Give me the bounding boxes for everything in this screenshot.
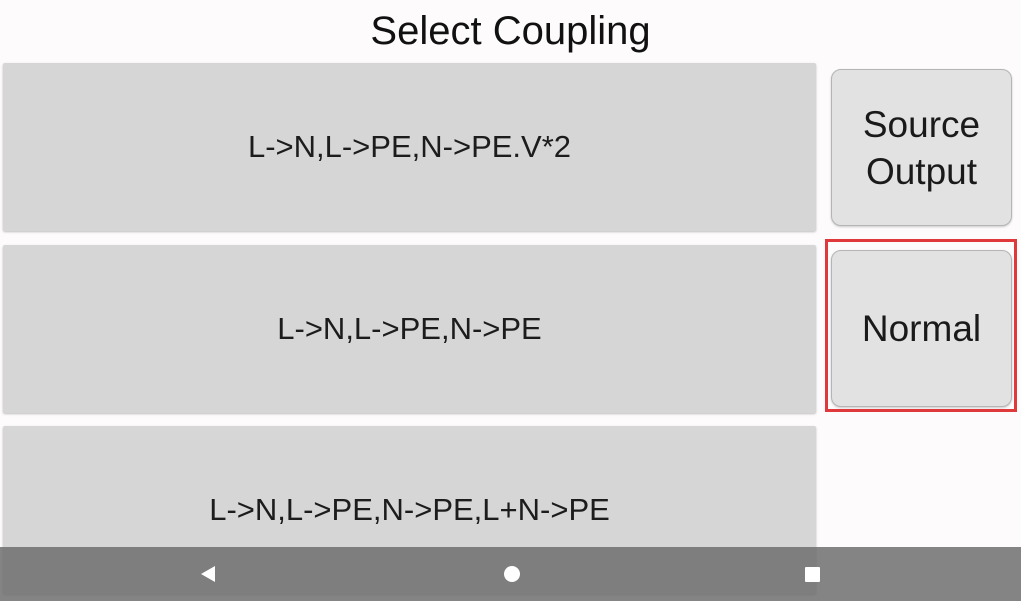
option-label: L->N,L->PE,N->PE.V*2 — [247, 129, 572, 164]
recents-square-icon — [804, 566, 820, 582]
option-label: L->N,L->PE,N->PE,L+N->PE — [209, 492, 610, 527]
normal-button[interactable]: Normal — [831, 250, 1012, 407]
home-button[interactable] — [482, 547, 542, 601]
home-circle-icon — [504, 566, 520, 582]
source-output-button[interactable]: Source Output — [831, 69, 1012, 226]
normal-label: Normal — [861, 308, 982, 349]
recents-button[interactable] — [782, 547, 842, 601]
option-coupling-2[interactable]: L->N,L->PE,N->PE — [3, 245, 816, 413]
source-output-label-line1: Source — [862, 103, 981, 145]
option-label: L->N,L->PE,N->PE — [277, 311, 542, 346]
back-triangle-icon — [201, 566, 215, 582]
option-coupling-1[interactable]: L->N,L->PE,N->PE.V*2 — [3, 63, 816, 231]
system-navigation-bar — [0, 547, 1021, 601]
back-button[interactable] — [178, 547, 238, 601]
source-output-label: Source Output — [863, 101, 980, 195]
page-title: Select Coupling — [370, 9, 651, 53]
source-output-label-line2: Output — [865, 150, 978, 192]
